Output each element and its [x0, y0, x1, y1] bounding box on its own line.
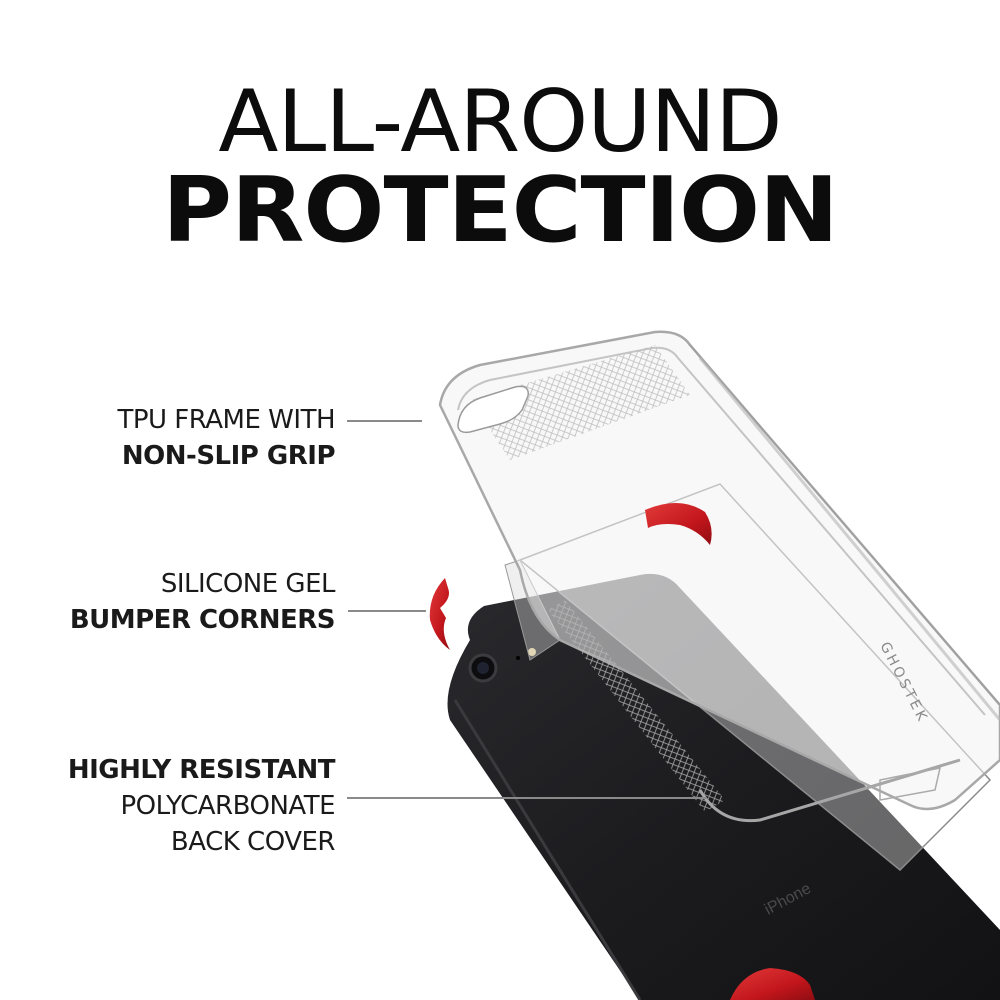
callout-bumper-line2: BUMPER CORNERS: [69, 605, 336, 635]
callout-tpu-frame-line2: NON-SLIP GRIP: [121, 441, 336, 471]
callout-back-cover-line3: BACK COVER: [170, 827, 336, 857]
headline-line-1: ALL-AROUND: [218, 72, 782, 172]
callout-back-cover-line2: POLYCARBONATE: [120, 791, 335, 821]
callout-tpu-frame-line1: TPU FRAME WITH: [117, 405, 335, 435]
bumper-corner-bottom: [730, 968, 815, 1000]
phone-body: iPhone: [447, 573, 1000, 1000]
bumper-corner-left: [429, 578, 450, 650]
callout-tpu-frame: TPU FRAME WITH NON-SLIP GRIP: [117, 402, 335, 474]
callout-back-cover: HIGHLY RESISTANT POLYCARBONATE BACK COVE…: [67, 752, 336, 860]
callout-bumper-corners: SILICONE GEL BUMPER CORNERS: [69, 566, 336, 638]
leader-line-back-cover: [347, 797, 707, 799]
callout-bumper-line1: SILICONE GEL: [160, 569, 336, 599]
leader-line-tpu-frame: [347, 420, 422, 422]
bumper-corners: [429, 502, 815, 1000]
tpu-frame: GHOSTEK: [438, 330, 1000, 823]
headline-line-2: PROTECTION: [162, 158, 839, 263]
callout-back-cover-line1: HIGHLY RESISTANT: [67, 755, 336, 785]
bumper-corner-top: [645, 502, 712, 545]
leader-line-bumper-corners: [348, 610, 426, 612]
